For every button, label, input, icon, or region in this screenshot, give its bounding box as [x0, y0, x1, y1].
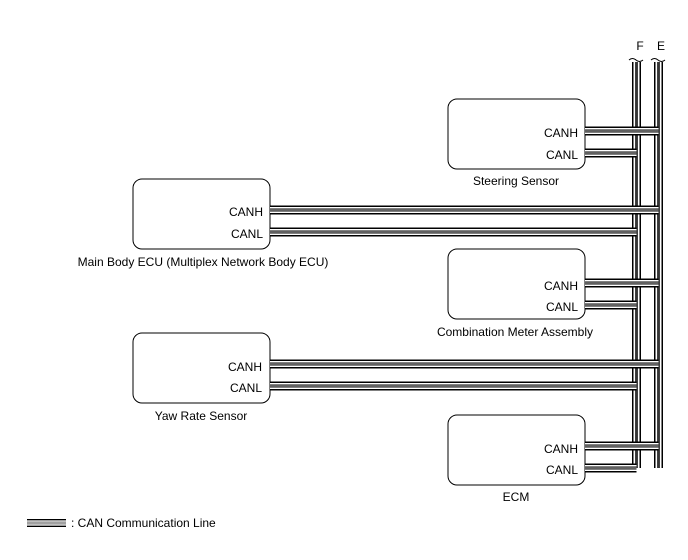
yaw-rate-sensor-name: Yaw Rate Sensor [155, 409, 248, 423]
main-body-ecu-canl-label: CANL [231, 227, 263, 241]
combination-meter-name: Combination Meter Assembly [437, 325, 593, 339]
can-branch-wires [270, 126, 659, 473]
ecm-canl-label: CANL [546, 463, 578, 477]
bus-e-label: E [657, 39, 665, 53]
steering-sensor-canh-label: CANH [544, 126, 578, 140]
legend: : CAN Communication Line [27, 516, 216, 530]
main-body-ecu: CANH CANL Main Body ECU (Multiplex Netwo… [78, 178, 329, 269]
bus-f-label: F [636, 39, 643, 53]
main-body-ecu-name: Main Body ECU (Multiplex Network Body EC… [78, 255, 329, 269]
steering-sensor: CANH CANL Steering Sensor [447, 98, 586, 188]
combination-meter-canh-label: CANH [544, 279, 578, 293]
yaw-rate-sensor: CANH CANL Yaw Rate Sensor [132, 332, 271, 423]
steering-sensor-canl-label: CANL [546, 148, 578, 162]
bus-break-marks [628, 58, 666, 62]
yaw-rate-sensor-canh-label: CANH [228, 360, 262, 374]
steering-sensor-name: Steering Sensor [473, 174, 559, 188]
ecm-name: ECM [503, 490, 530, 504]
legend-text: : CAN Communication Line [71, 516, 216, 530]
main-body-ecu-canh-label: CANH [229, 205, 263, 219]
ecm-canh-label: CANH [544, 442, 578, 456]
combination-meter-assembly: CANH CANL Combination Meter Assembly [437, 248, 593, 339]
ecm: CANH CANL ECM [447, 414, 586, 504]
yaw-rate-sensor-canl-label: CANL [230, 381, 262, 395]
combination-meter-canl-label: CANL [546, 300, 578, 314]
